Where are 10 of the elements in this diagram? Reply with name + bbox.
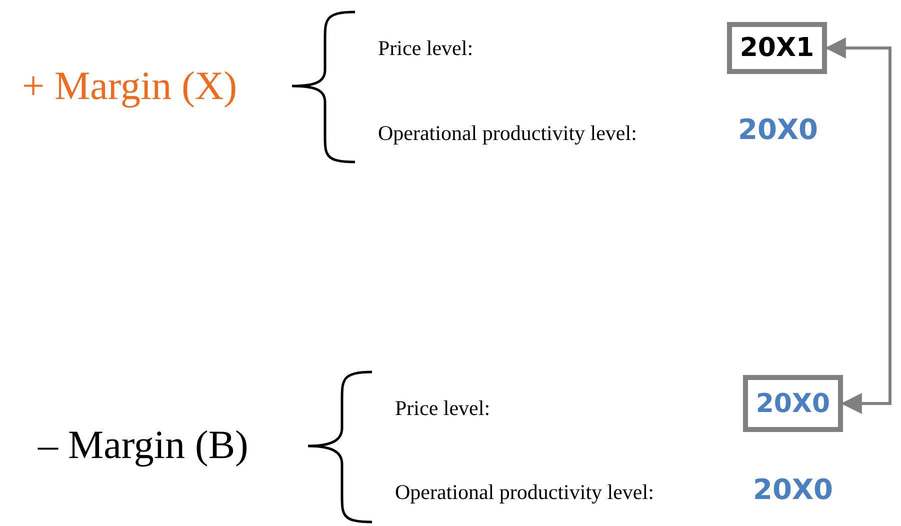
heading: – Margin (B) — [38, 425, 248, 465]
label: Price level: — [395, 398, 490, 419]
label: Price level: — [378, 38, 474, 59]
year-box: 20X1 — [727, 22, 827, 74]
label: Operational productivity level: — [395, 482, 654, 503]
year-value: 20X0 — [738, 116, 818, 144]
heading: + Margin (X) — [22, 66, 238, 106]
label: Operational productivity level: — [378, 123, 637, 144]
year-value: 20X0 — [753, 476, 834, 504]
year-box: 20X0 — [743, 375, 843, 432]
